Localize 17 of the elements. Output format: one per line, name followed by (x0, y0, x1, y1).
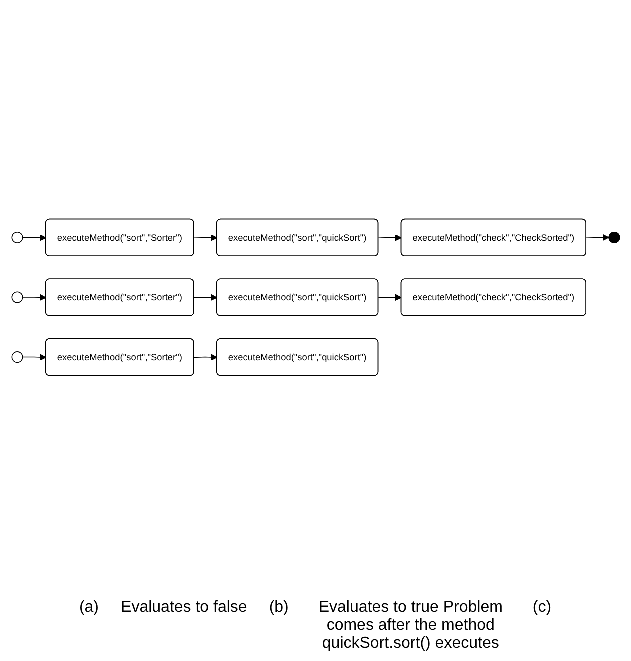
node-circle (11, 292, 23, 304)
note: Evaluates to false (121, 599, 248, 618)
node-circle (11, 352, 23, 364)
panel-label: (a) (79, 599, 100, 618)
arrow (22, 354, 46, 361)
panel-label: (b) (269, 599, 289, 618)
arrow (193, 294, 218, 302)
arrow (586, 234, 609, 242)
arrow (22, 294, 46, 302)
note: Evaluates to true Problem comes after the method quickSort.sort() executes (318, 599, 504, 653)
panel-label: (c) (532, 599, 552, 618)
arrow (378, 294, 402, 302)
arrow (193, 354, 218, 361)
arrow (378, 234, 402, 242)
arrow (193, 234, 218, 242)
arrow (22, 234, 46, 242)
node-circle (11, 232, 23, 244)
